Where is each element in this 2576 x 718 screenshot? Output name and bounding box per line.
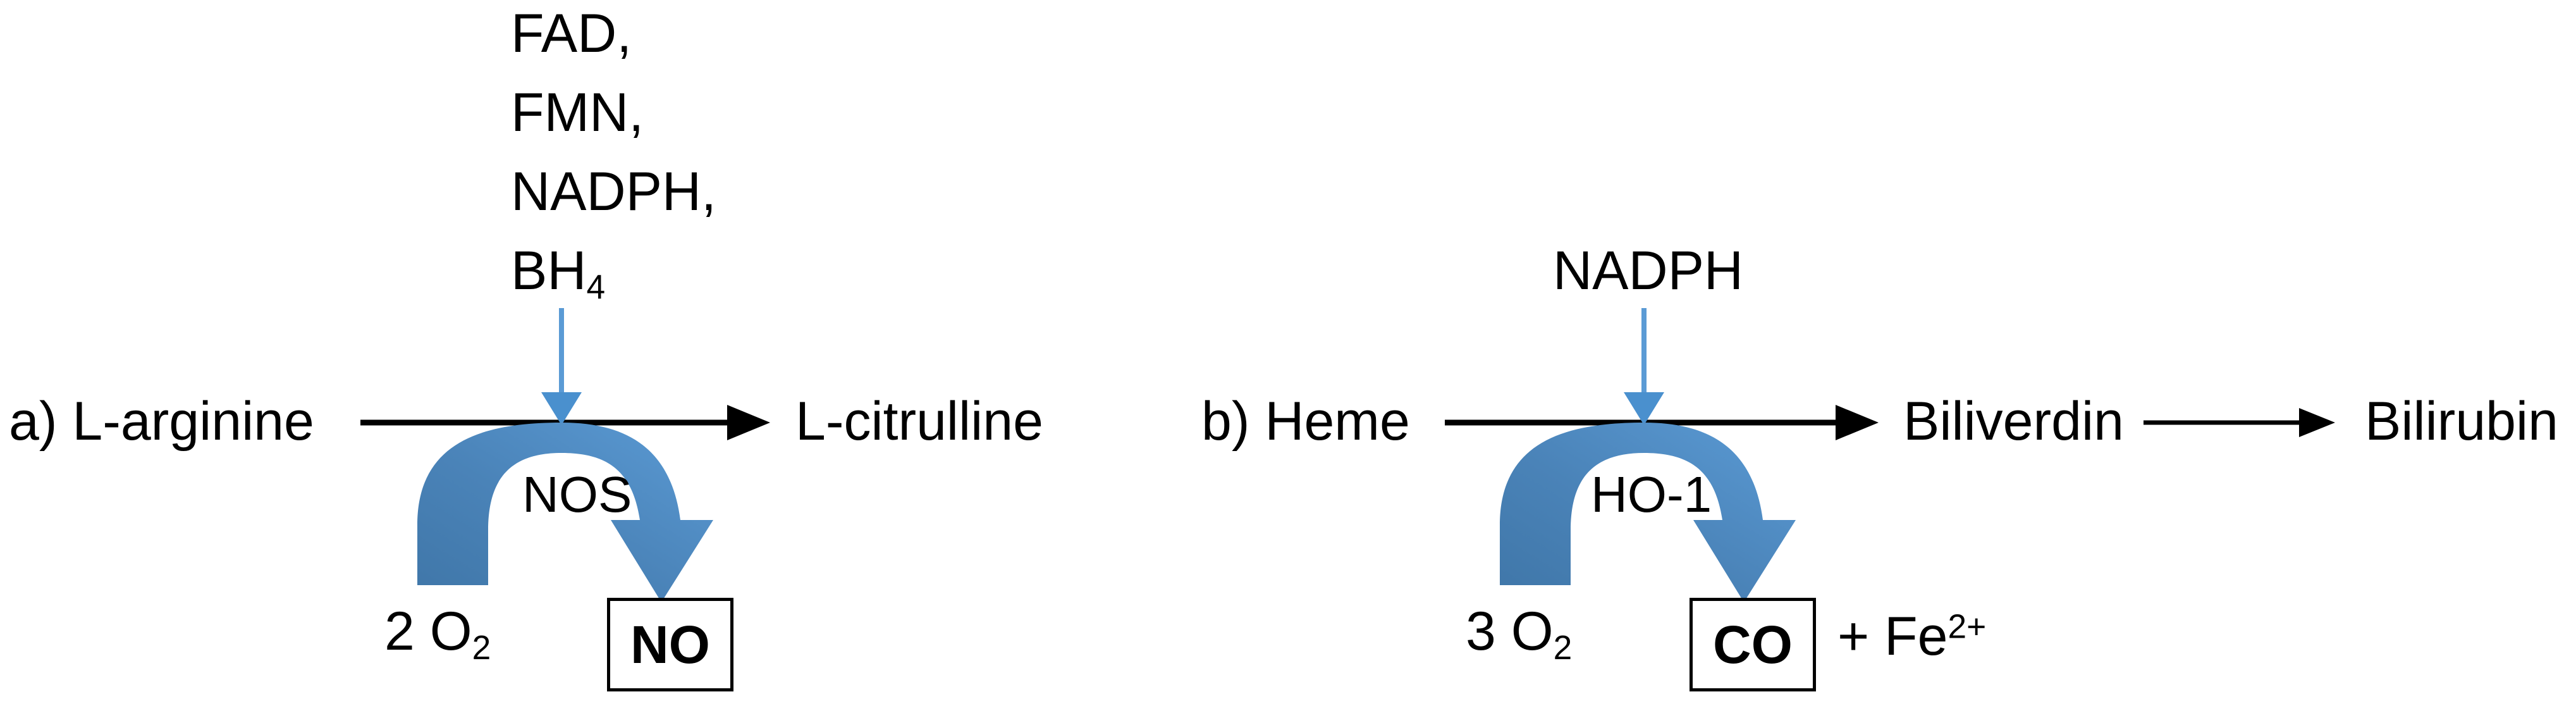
enzyme-curved-arrow-b <box>1500 423 1796 602</box>
cosubstrate-b-subscript: 2 <box>1553 629 1573 667</box>
boxed-product-co: CO <box>1713 614 1793 674</box>
reaction-arrow-a <box>360 405 770 440</box>
cofactor-arrow-b <box>1624 308 1664 425</box>
byproduct-formula: Fe <box>1884 606 1948 667</box>
cofactor-bh4: BH4 <box>511 244 605 304</box>
reaction-arrow-b <box>1445 405 1879 440</box>
cosubstrate-a-coefficient: 2 <box>384 601 415 662</box>
product-bilirubin: Bilirubin <box>2365 391 2558 452</box>
enzyme-nos: NOS <box>522 466 632 523</box>
product-box-co: CO <box>1690 598 1816 691</box>
cofactor-nadph: NADPH, <box>511 161 716 222</box>
product-l-citrulline: L-citrulline <box>795 391 1043 452</box>
cofactor-bh4-base: BH <box>511 240 587 301</box>
reaction-arrow-biliverdin-bilirubin <box>2144 408 2335 437</box>
product-box-no: NO <box>607 598 733 691</box>
cofactor-fad: FAD, <box>511 3 632 64</box>
byproduct-plus-sign: + <box>1837 606 1870 667</box>
cosubstrate-3-o2: 3 O2 <box>1466 604 1572 665</box>
cosubstrate-2-o2: 2 O2 <box>384 604 491 665</box>
panel-a-substrate-group: a) L-arginine <box>9 394 314 449</box>
substrate-l-arginine: L-arginine <box>72 391 314 452</box>
panel-b-substrate-group: b) Heme <box>1201 394 1410 449</box>
cosubstrate-b-coefficient: 3 <box>1466 601 1496 662</box>
cofactor-bh4-subscript: 4 <box>586 268 606 306</box>
cofactor-nadph-b: NADPH <box>1553 240 1744 301</box>
byproduct-charge: 2+ <box>1947 608 1987 646</box>
enzyme-curved-arrow-a <box>417 423 713 602</box>
byproduct-fe2plus: + Fe2+ <box>1837 609 1986 664</box>
cosubstrate-b-formula: O <box>1511 601 1554 662</box>
product-biliverdin: Biliverdin <box>1903 391 2124 452</box>
panel-a-label: a) <box>9 391 58 452</box>
cofactor-arrow-a <box>541 308 582 425</box>
enzyme-ho-1: HO-1 <box>1591 466 1712 523</box>
cofactor-fmn: FMN, <box>511 82 644 143</box>
substrate-heme: Heme <box>1265 391 1410 452</box>
panel-b-label: b) <box>1201 391 1250 452</box>
cosubstrate-a-subscript: 2 <box>472 629 491 667</box>
boxed-product-no: NO <box>630 614 710 674</box>
cosubstrate-a-formula: O <box>429 601 472 662</box>
